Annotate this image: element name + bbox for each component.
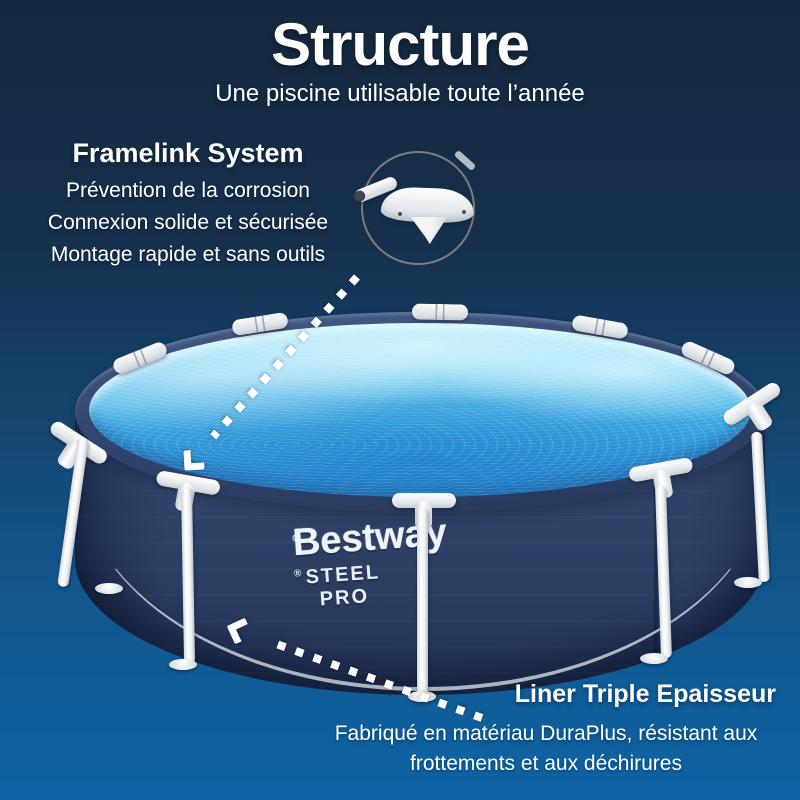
frame-leg <box>417 508 428 696</box>
connector-screw-icon <box>462 210 466 214</box>
liner-callout: Liner Triple Epaisseur Fabriqué en matér… <box>310 680 782 779</box>
inset-circle-ring <box>361 151 475 265</box>
liner-line: Fabriqué en matériau DuraPlus, résistant… <box>334 722 758 745</box>
framelink-line: Connexion solide et sécurisée <box>47 211 329 234</box>
framelink-callout: Framelink System Prévention de la corros… <box>8 138 368 271</box>
frame-leg-foot <box>640 653 668 664</box>
framelink-line: Prévention de la corrosion <box>66 179 310 202</box>
framelink-heading: Framelink System <box>72 138 304 168</box>
liner-line: frottements et aux déchirures <box>410 752 682 775</box>
connector-screw-icon <box>398 212 402 216</box>
rail-clamp <box>411 303 469 321</box>
connector-inset <box>353 149 477 265</box>
arrowhead-icon <box>183 449 205 471</box>
frame-leg-foot <box>734 577 762 588</box>
page-subtitle: Une piscine utilisable toute l’année <box>215 80 585 107</box>
frame-leg-foot <box>95 583 123 594</box>
liner-heading: Liner Triple Epaisseur <box>514 680 776 708</box>
page-title: Structure <box>271 11 530 78</box>
brand-logo: Bestway® STEEL PRO® <box>203 512 448 611</box>
framelink-line: Montage rapide et sans outils <box>50 243 326 266</box>
frame-leg-foot <box>169 659 197 670</box>
